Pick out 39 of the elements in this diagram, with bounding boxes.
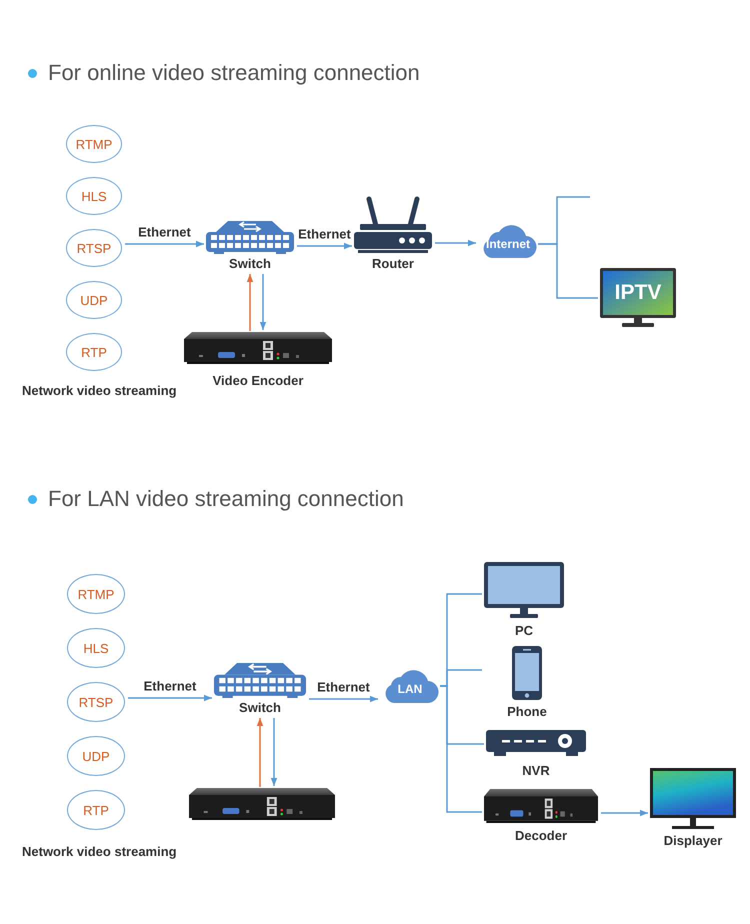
section-heading: For online video streaming connection: [48, 60, 420, 86]
arrow: [601, 810, 648, 816]
arrow: [270, 718, 278, 786]
protocol-ellipse: RTSP: [67, 682, 125, 722]
connector-line: [538, 243, 598, 299]
caption: Network video streaming: [22, 844, 177, 859]
device-label: Video Encoder: [212, 373, 304, 388]
protocol-ellipse: UDP: [66, 281, 122, 319]
protocol-ellipse: RTMP: [66, 125, 122, 163]
protocol-ellipse: HLS: [67, 628, 125, 668]
edge-label: Ethernet: [136, 224, 193, 240]
arrow: [260, 274, 266, 330]
arrow: [125, 240, 204, 248]
edge-label: Ethernet: [142, 678, 198, 694]
device-label: Decoder: [514, 828, 568, 843]
arrow: [297, 242, 352, 250]
protocol-ellipse: RTP: [67, 790, 125, 830]
section-heading: For LAN video streaming connection: [48, 486, 404, 512]
device-label: Switch: [239, 700, 281, 715]
protocol-ellipse: HLS: [66, 177, 122, 215]
protocol-ellipse: RTSP: [66, 229, 122, 267]
arrow: [435, 240, 476, 246]
device-label: Router: [372, 256, 414, 271]
arrow: [309, 696, 378, 702]
device-label: Phone: [507, 704, 547, 719]
caption: Network video streaming: [22, 383, 177, 398]
protocol-ellipse: RTP: [66, 333, 122, 371]
device-label: Displayer: [664, 833, 722, 848]
protocol-ellipse: UDP: [67, 736, 125, 776]
arrow: [256, 718, 264, 787]
device-label: NVR: [522, 763, 550, 778]
connector-line: [440, 685, 482, 813]
arrow: [246, 274, 254, 331]
device-label: PC: [514, 623, 534, 638]
edge-label: Ethernet: [296, 226, 353, 242]
edge-label: Ethernet: [315, 680, 372, 694]
arrow: [128, 694, 212, 702]
protocol-ellipse: RTMP: [67, 574, 125, 614]
device-label: Switch: [229, 256, 271, 271]
